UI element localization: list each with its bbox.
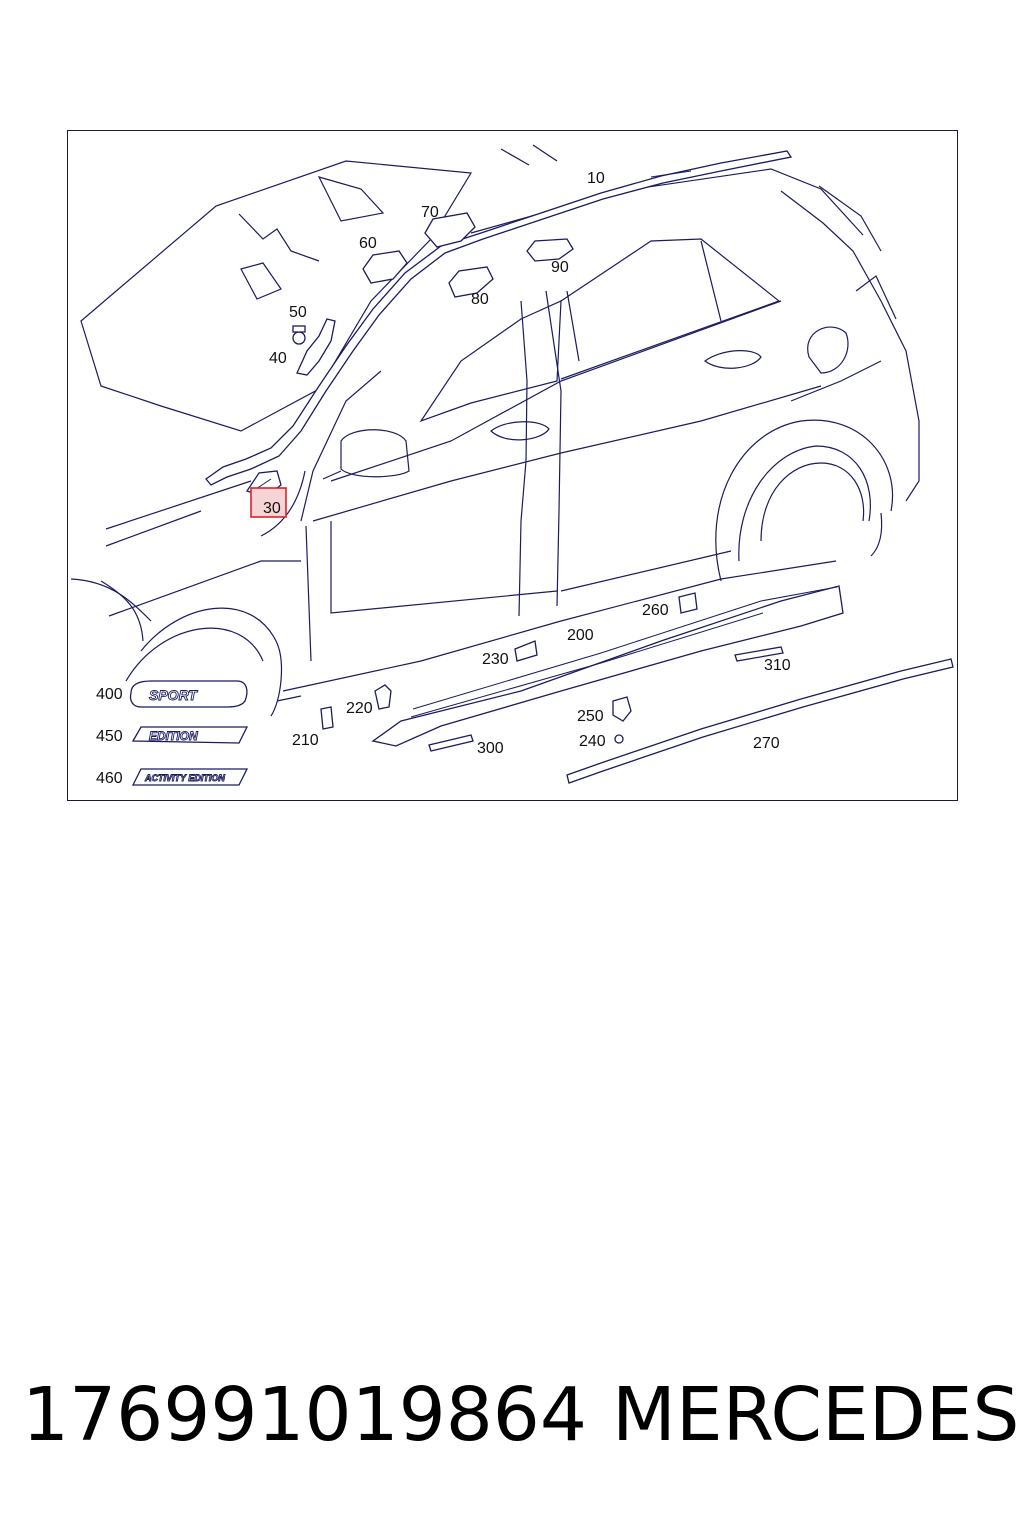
callout-220[interactable]: 220 <box>346 700 373 717</box>
callout-230[interactable]: 230 <box>482 651 509 668</box>
part-60-clip <box>362 250 408 284</box>
part-250-plug <box>612 696 632 722</box>
car-body-outline <box>70 144 920 717</box>
badge-edition: EDITION <box>131 726 249 744</box>
callout-30-highlight-box <box>250 487 287 518</box>
callout-10[interactable]: 10 <box>587 170 605 187</box>
part-70-clip <box>424 212 476 248</box>
callout-240[interactable]: 240 <box>579 733 606 750</box>
part-300-strip <box>428 734 474 752</box>
part-310-strip <box>734 646 784 662</box>
part-50-screw <box>292 325 306 345</box>
parts-diagram: SPORT EDITION ACTIVITY EDITION 10 30 40 … <box>70 144 954 787</box>
part-200-sill-panel <box>371 585 844 747</box>
callout-70[interactable]: 70 <box>421 204 439 221</box>
part-220-clip <box>374 684 392 710</box>
callout-50[interactable]: 50 <box>289 304 307 321</box>
callout-30[interactable]: 30 <box>263 500 281 517</box>
callout-250[interactable]: 250 <box>577 708 604 725</box>
badge-activity-edition: ACTIVITY EDITION <box>131 768 249 786</box>
part-260-clip <box>678 592 698 614</box>
part-40-bracket <box>296 318 336 376</box>
roof-trim-strip <box>205 150 793 486</box>
badge-sport-text: SPORT <box>149 687 198 703</box>
callout-300[interactable]: 300 <box>477 740 504 757</box>
badge-activity-edition-text: ACTIVITY EDITION <box>144 773 225 783</box>
part-270-strip <box>566 658 954 784</box>
callout-60[interactable]: 60 <box>359 235 377 252</box>
callout-40[interactable]: 40 <box>269 350 287 367</box>
parts <box>205 150 954 784</box>
callout-270[interactable]: 270 <box>753 735 780 752</box>
callout-460[interactable]: 460 <box>96 770 123 787</box>
callout-80[interactable]: 80 <box>471 291 489 308</box>
part-80-clip <box>448 266 494 298</box>
brand-name: MERCEDES <box>612 1372 1020 1458</box>
badge-sport: SPORT <box>129 680 248 708</box>
callout-310[interactable]: 310 <box>764 657 791 674</box>
part-240-clip <box>614 734 624 744</box>
badges: SPORT EDITION ACTIVITY EDITION <box>129 680 249 786</box>
part-210-clip <box>320 706 334 730</box>
part-number: 176991019864 <box>22 1372 587 1458</box>
callout-labels: 10 30 40 50 60 70 80 90 200 210 220 230 … <box>96 170 791 787</box>
callout-400[interactable]: 400 <box>96 686 123 703</box>
callout-210[interactable]: 210 <box>292 732 319 749</box>
callout-90[interactable]: 90 <box>551 259 569 276</box>
footer: 176991019864 MERCEDES <box>22 1372 1019 1472</box>
badge-edition-text: EDITION <box>149 729 198 743</box>
callout-450[interactable]: 450 <box>96 728 123 745</box>
part-90-clip <box>526 238 574 262</box>
callout-200[interactable]: 200 <box>567 627 594 644</box>
part-230-clip <box>514 640 538 662</box>
parts-diagram-frame: SPORT EDITION ACTIVITY EDITION 10 30 40 … <box>67 130 958 801</box>
callout-260[interactable]: 260 <box>642 602 669 619</box>
